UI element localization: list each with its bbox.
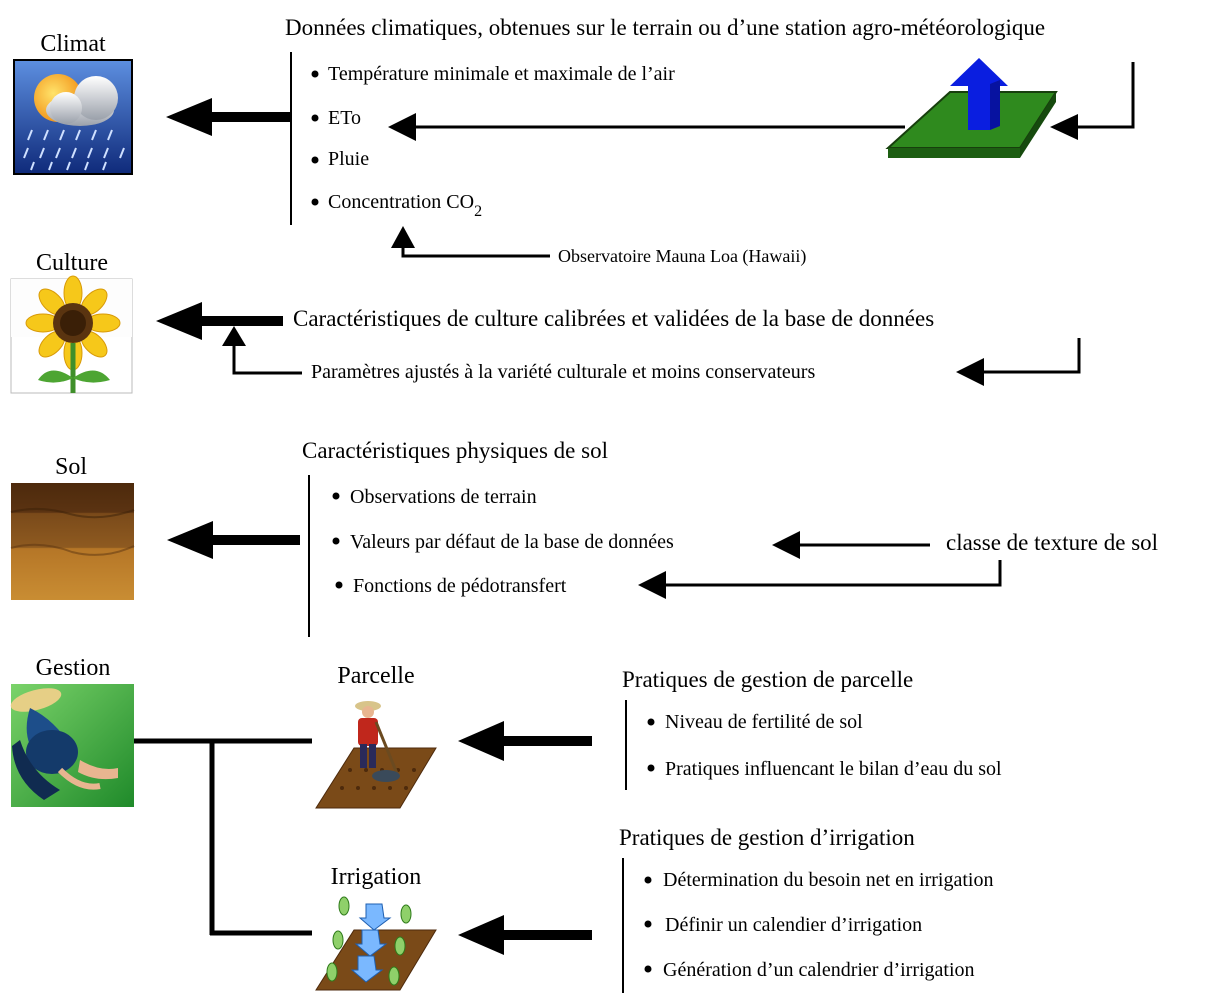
co2-subscript: 2 (474, 203, 482, 220)
category-label-climat: Climat (40, 31, 106, 57)
sunflower-icon (10, 275, 133, 394)
climat-item-eto: ETo (328, 107, 361, 129)
bullet (644, 920, 652, 928)
sol-item-pedotransfer: Fonctions de pédotransfert (353, 575, 567, 597)
irrigation-item-definir-calendrier: Définir un calendier d’irrigation (665, 914, 922, 936)
gestion-connector-lines (134, 738, 312, 936)
arrow-station-to-eto (388, 113, 905, 141)
sol-header: Caractéristiques physiques de sol (302, 438, 608, 463)
arrow-to-irrigation (458, 915, 592, 955)
soil-layers-icon (10, 483, 135, 600)
climat-item-pluie: Pluie (328, 148, 369, 170)
irrigation-field-icon (313, 896, 437, 993)
bullet (332, 492, 340, 500)
bullet (311, 198, 319, 206)
bullet (647, 718, 655, 726)
farmer-field-icon (313, 693, 437, 810)
bullet (332, 537, 340, 545)
culture-main-label: Caractéristiques de culture calibrées et… (293, 306, 934, 331)
farmer-planting-icon (10, 684, 134, 807)
irrigation-item-generation-calendrier: Génération d’un calendrier d’irrigation (663, 959, 975, 981)
climat-header: Données climatiques, obtenues sur le ter… (285, 15, 1045, 40)
arrow-culture-loop (956, 338, 1081, 386)
parcelle-item-list: Niveau de fertilité de sol Pratiques inf… (647, 711, 1002, 780)
bullet (644, 965, 652, 973)
arrow-to-parcelle (458, 721, 592, 761)
parcelle-item-fertilite: Niveau de fertilité de sol (665, 711, 863, 733)
irrigation-item-list: Détermination du besoin net en irrigatio… (644, 869, 993, 981)
bullet (311, 114, 319, 122)
category-label-culture: Culture (36, 250, 108, 276)
sol-item-observations: Observations de terrain (350, 486, 537, 508)
parcelle-label: Parcelle (337, 663, 414, 689)
sol-texture-label: classe de texture de sol (946, 530, 1158, 555)
arrow-header-to-station (1050, 62, 1135, 140)
arrow-to-culture (156, 302, 283, 340)
category-label-gestion: Gestion (36, 655, 111, 681)
climat-item-list: Température minimale et maximale de l’ai… (311, 63, 675, 220)
sol-item-defaults: Valeurs par défaut de la base de données (350, 531, 674, 553)
arrow-texture-to-pedotransfer (638, 560, 1002, 599)
irrigation-label: Irrigation (331, 864, 422, 890)
arrow-to-sol (167, 521, 300, 559)
observatory-label: Observatoire Mauna Loa (Hawaii) (558, 246, 806, 267)
weather-station-platform-icon (885, 58, 1058, 158)
category-label-sol: Sol (55, 454, 87, 480)
weather-sun-cloud-rain-icon (13, 59, 133, 175)
parcelle-item-bilan-eau: Pratiques influencant le bilan d’eau du … (665, 758, 1002, 780)
bullet (644, 876, 652, 884)
bullet (311, 156, 319, 164)
parcelle-practices-header: Pratiques de gestion de parcelle (622, 667, 913, 692)
bullet (335, 581, 343, 589)
arrow-texture-to-defaults (772, 531, 930, 559)
sol-item-list: Observations de terrain Valeurs par défa… (332, 486, 674, 597)
climat-item-co2: Concentration CO2 (328, 191, 482, 220)
irrigation-practices-header: Pratiques de gestion d’irrigation (619, 825, 915, 850)
culture-adjusted-label: Paramètres ajustés à la variété cultural… (311, 361, 815, 383)
arrow-observatory-to-co2 (391, 226, 550, 258)
bullet (647, 764, 655, 772)
irrigation-item-besoin-net: Détermination du besoin net en irrigatio… (663, 869, 993, 891)
climat-item-temperature: Température minimale et maximale de l’ai… (328, 63, 675, 85)
arrow-to-climat (166, 98, 292, 136)
arrow-adjusted-to-culture (222, 326, 302, 375)
bullet (311, 70, 319, 78)
